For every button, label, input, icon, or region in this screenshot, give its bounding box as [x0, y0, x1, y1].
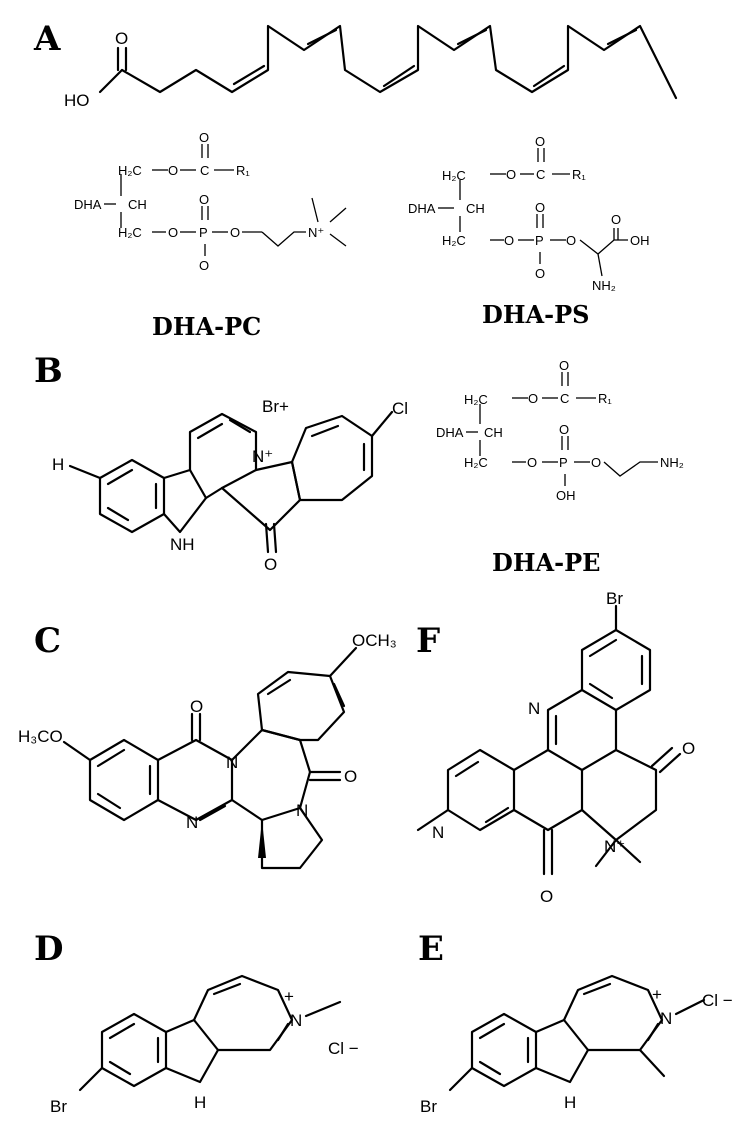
- atom-d-n-plus: N: [290, 1011, 302, 1030]
- panel-label-b: B: [34, 351, 63, 391]
- atom-e-br: Br: [420, 1097, 437, 1116]
- compound-e-structure: [448, 974, 706, 1092]
- atom-b-br-plus: Br+: [262, 397, 289, 416]
- atom-pe-nh2: NH₂: [660, 455, 684, 470]
- atom-d-cl-minus: Cl −: [328, 1039, 359, 1058]
- atom-pc-o-phosphoryl: O: [199, 192, 209, 207]
- atom-pc-o-1: O: [168, 225, 178, 240]
- atom-ps-r1: R₁: [572, 167, 586, 182]
- atom-ps-h2c-top: H₂C: [442, 168, 466, 183]
- atom-pe-o-2: O: [591, 455, 601, 470]
- atom-pe-dha: DHA: [436, 425, 464, 440]
- atom-ps-o-acid: O: [611, 212, 621, 227]
- atom-pe-r1: R₁: [598, 391, 612, 406]
- dha-pc-structure: [104, 144, 347, 256]
- atom-pc-o-carbonyl: O: [199, 130, 209, 145]
- atom-ps-o-minus: O: [535, 266, 545, 281]
- atom-ps-o-ester: O: [506, 167, 516, 182]
- atom-e-cl-minus: Cl −: [702, 991, 733, 1010]
- panel-label-e: E: [418, 929, 444, 969]
- atom-ps-dha: DHA: [408, 201, 436, 216]
- atom-b-cl: Cl: [392, 399, 408, 418]
- atom-pc-n-plus: N⁺: [308, 225, 324, 240]
- compound-name-dha-pc: DHA-PC: [152, 312, 261, 341]
- atom-ps-o-2: O: [566, 233, 576, 248]
- atom-d-plus: +: [284, 987, 294, 1006]
- atom-ps-ch: CH: [466, 201, 485, 216]
- atom-b-n-plus: N⁺: [252, 447, 273, 466]
- atom-d-br: Br: [50, 1097, 67, 1116]
- atom-pc-o-ester: O: [168, 163, 178, 178]
- dha-pe-structure: [466, 372, 658, 486]
- atom-b-o: O: [264, 555, 277, 574]
- atom-carbonyl-o: O: [115, 29, 128, 48]
- atom-pc-ch: CH: [128, 197, 147, 212]
- panel-label-c: C: [34, 621, 61, 661]
- atom-c-h3co: H₃CO: [18, 727, 63, 746]
- atom-pc-h2c-top: H₂C: [118, 163, 142, 178]
- atom-pc-o-2: O: [230, 225, 240, 240]
- atom-c-n-ring: N: [226, 753, 238, 772]
- panel-label-a: A: [33, 19, 61, 59]
- atom-pe-ch: CH: [484, 425, 503, 440]
- atom-c-o-top: O: [190, 697, 203, 716]
- atom-pe-o-1: O: [527, 455, 537, 470]
- atom-ps-o-carbonyl: O: [535, 134, 545, 149]
- atom-pe-o-phosphoryl: O: [559, 422, 569, 437]
- atom-pc-p: P: [199, 225, 208, 240]
- atom-pe-oh: OH: [556, 488, 576, 503]
- atom-f-o-bottom: O: [540, 887, 553, 906]
- panel-label-d: D: [34, 929, 63, 969]
- atom-f-n-methyl: N: [432, 823, 444, 842]
- atom-f-n-acridine: N: [528, 699, 540, 718]
- atom-ps-h2c-bottom: H₂C: [442, 233, 466, 248]
- compound-f-structure: [416, 604, 682, 876]
- atom-pe-c: C: [560, 391, 569, 406]
- atom-c-n-pyrrolidine: N: [296, 801, 308, 820]
- atom-e-nh: H: [564, 1093, 576, 1112]
- atom-pe-o-carbonyl: O: [559, 358, 569, 373]
- atom-c-och3: OCH₃: [352, 631, 397, 650]
- atom-ho: HO: [64, 91, 90, 110]
- compound-name-dha-ps: DHA-PS: [482, 300, 589, 329]
- atom-ps-oh: OH: [630, 233, 650, 248]
- atom-b-nh: NH: [170, 535, 195, 554]
- atom-pc-r1: R₁: [236, 163, 250, 178]
- atom-ps-nh2: NH₂: [592, 278, 616, 293]
- panel-label-f: F: [416, 621, 440, 661]
- atom-e-plus: +: [652, 985, 662, 1004]
- atom-pc-c: C: [200, 163, 209, 178]
- compound-b-structure: [68, 410, 394, 554]
- atom-pc-o-minus: O: [199, 258, 209, 273]
- atom-ps-o-1: O: [504, 233, 514, 248]
- atom-f-n-plus: N⁺: [604, 837, 625, 856]
- atom-b-h: H: [52, 455, 64, 474]
- atom-f-o-right: O: [682, 739, 695, 758]
- atom-pe-h2c-top: H₂C: [464, 392, 488, 407]
- atom-ps-c: C: [536, 167, 545, 182]
- atom-f-br: Br: [606, 589, 623, 608]
- atom-c-o-right: O: [344, 767, 357, 786]
- atom-pe-p: P: [559, 455, 568, 470]
- atom-e-n-plus: N: [660, 1009, 672, 1028]
- atom-ps-p: P: [535, 233, 544, 248]
- atom-c-n-bottom: N: [186, 813, 198, 832]
- dha-acid-structure: [98, 24, 678, 100]
- dha-ps-structure: [438, 148, 628, 277]
- compound-c-structure: [62, 646, 358, 870]
- atom-pc-dha: DHA: [74, 197, 102, 212]
- compound-name-dha-pe: DHA-PE: [492, 548, 600, 577]
- atom-pe-h2c-bottom: H₂C: [464, 455, 488, 470]
- compound-d-structure: [78, 974, 342, 1092]
- atom-pc-h2c-bottom: H₂C: [118, 225, 142, 240]
- atom-ps-o-phosphoryl: O: [535, 200, 545, 215]
- atom-pe-o-ester: O: [528, 391, 538, 406]
- atom-d-nh: H: [194, 1093, 206, 1112]
